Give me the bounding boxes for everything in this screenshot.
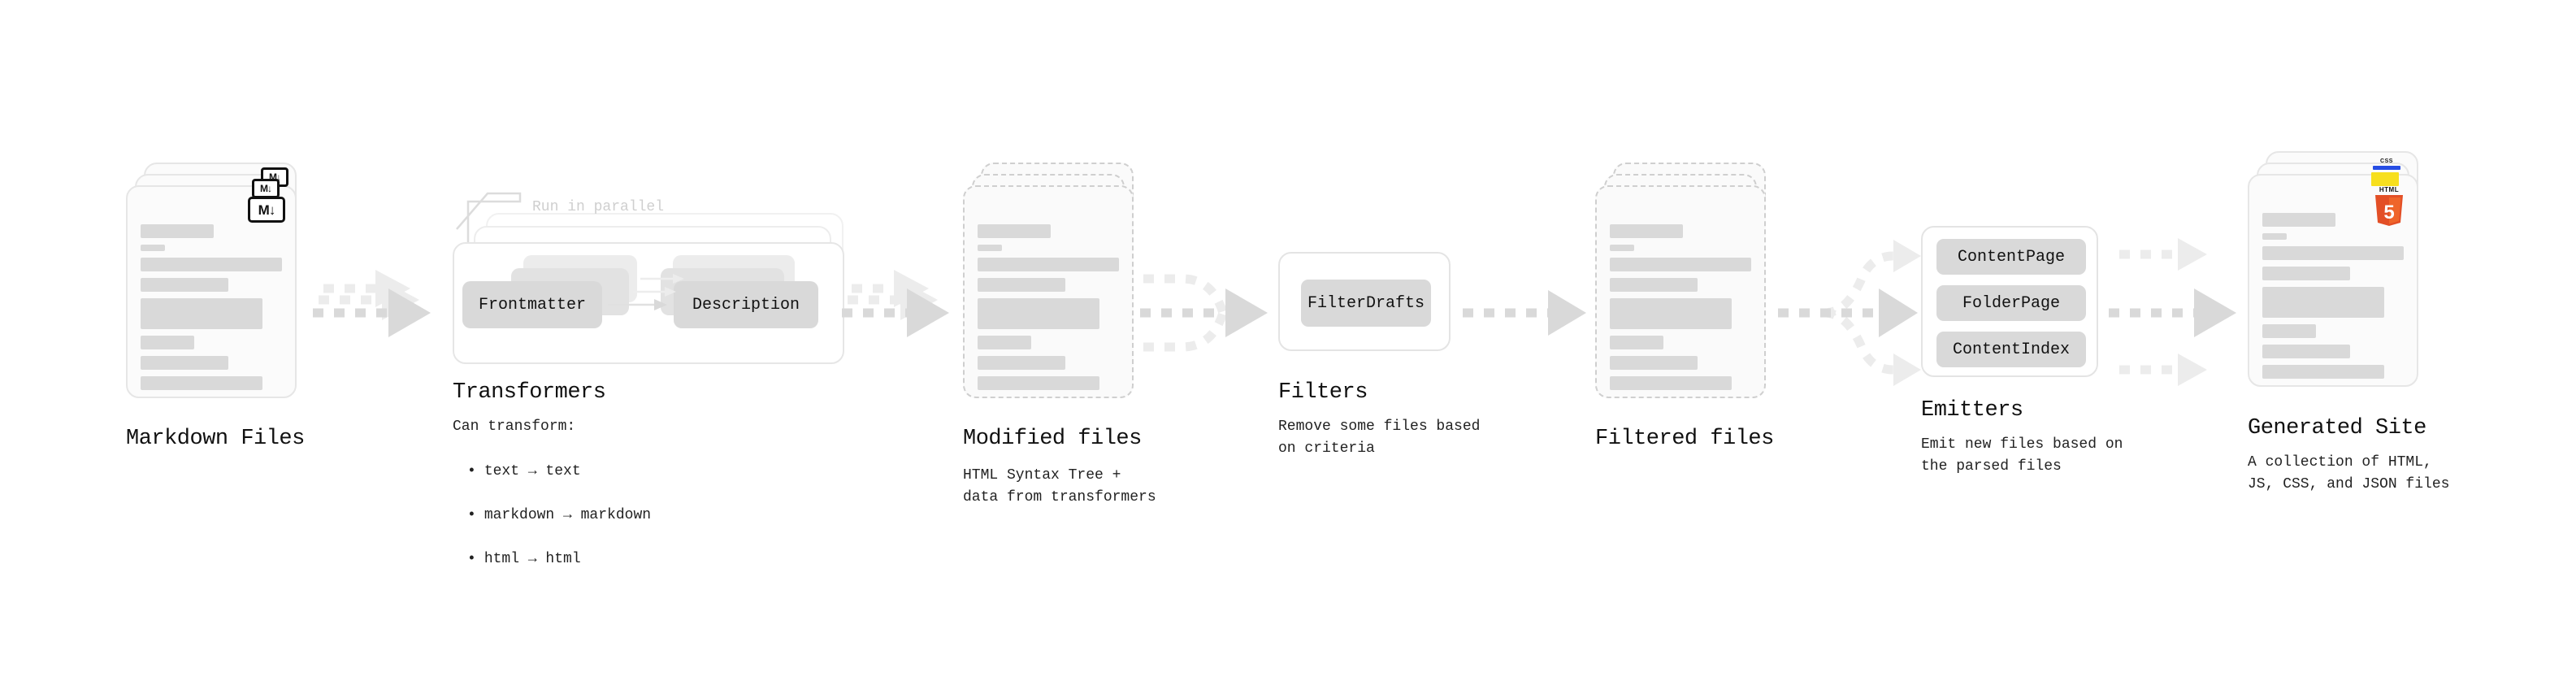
generated-site-stack: CSS HTML 5 [2248, 151, 2418, 387]
skeleton-line [141, 258, 282, 271]
css-badge: CSS [2373, 156, 2400, 170]
stage-markdown-files: M↓ M↓ M↓ [126, 163, 297, 398]
svg-text:5: 5 [2383, 202, 2394, 223]
skeleton-line [1610, 245, 1634, 251]
file-sheet-front [963, 185, 1134, 398]
skeleton-line [2262, 287, 2384, 318]
skeleton-line [2262, 267, 2350, 280]
skeleton-line [978, 245, 1002, 251]
skeleton-line [2262, 213, 2336, 227]
skeleton-line [1610, 278, 1698, 292]
skeleton-line [1610, 298, 1732, 329]
filters-box: FilterDrafts [1278, 252, 1451, 351]
filter-pill-filterdrafts[interactable]: FilterDrafts [1301, 280, 1431, 327]
emitter-pill-contentindex[interactable]: ContentIndex [1936, 332, 2086, 367]
js-badge [2371, 172, 2399, 186]
html5-badge-label: HTML [2379, 186, 2400, 193]
skeleton-line [2262, 365, 2384, 379]
skeleton-line [141, 224, 215, 238]
stage-title-emitters: Emitters [1921, 398, 2023, 423]
skeleton-line [1610, 376, 1732, 390]
emitters-box: ContentPage FolderPage ContentIndex [1921, 226, 2098, 377]
transformer-pill-frontmatter[interactable]: Frontmatter [462, 281, 602, 328]
stage-desc-filters: Remove some files based on criteria [1278, 419, 1481, 457]
markdown-file-stack: M↓ M↓ M↓ [126, 163, 297, 398]
arrow-markdown-to-transformers [313, 270, 431, 337]
skeleton-line [978, 298, 1099, 329]
skeleton-content [141, 224, 282, 390]
skeleton-line [978, 224, 1052, 238]
arrow-transformers-to-modified [842, 270, 949, 337]
skeleton-line [141, 278, 228, 292]
stage-title-generated-site: Generated Site [2248, 416, 2426, 440]
arrow-modified-to-filters [1140, 274, 1268, 352]
skeleton-line [978, 278, 1065, 292]
skeleton-content [2262, 213, 2404, 379]
transform-bullet-list: • text → text • markdown → markdown • html … [467, 439, 651, 592]
stage-title-filters: Filters [1278, 380, 1368, 405]
html5-badge: HTML 5 [2373, 186, 2405, 226]
run-in-parallel-label: Run in parallel [532, 199, 665, 215]
skeleton-line [141, 376, 262, 390]
stage-title-modified-files: Modified files [963, 427, 1142, 451]
skeleton-line [978, 356, 1065, 370]
skeleton-line [1610, 258, 1751, 271]
skeleton-line [2262, 246, 2404, 260]
file-sheet-front [1595, 185, 1766, 398]
transform-bullet-item: text → text [484, 463, 581, 479]
css-badge-label: CSS [2380, 158, 2393, 164]
skeleton-line [2262, 345, 2350, 358]
skeleton-line [2262, 324, 2317, 338]
filtered-file-stack [1595, 163, 1766, 398]
emitter-pill-contentpage[interactable]: ContentPage [1936, 239, 2086, 275]
css-badge-bar [2373, 166, 2400, 170]
stage-desc-modified-files: HTML Syntax Tree + data from transformer… [963, 467, 1156, 505]
skeleton-line [978, 376, 1099, 390]
skeleton-content [1610, 224, 1751, 390]
stage-filtered-files [1595, 163, 1766, 398]
skeleton-content [978, 224, 1119, 390]
skeleton-line [978, 336, 1032, 349]
skeleton-line [141, 245, 165, 251]
stage-title-markdown-files: Markdown Files [126, 427, 305, 451]
skeleton-line [1610, 224, 1684, 238]
stage-title-filtered-files: Filtered files [1595, 427, 1774, 451]
transform-bullet-item: markdown → markdown [484, 507, 652, 523]
stage-desc-emitters: Emit new files based on the parsed files [1921, 436, 2123, 475]
file-sheet-front [126, 185, 297, 398]
stage-title-transformers: Transformers [453, 380, 606, 405]
transformer-pill-description[interactable]: Description [674, 281, 818, 328]
skeleton-line [1610, 356, 1698, 370]
bullet-glyph: • [467, 507, 476, 523]
markdown-badge-middle: M↓ [252, 179, 280, 198]
skeleton-line [978, 258, 1119, 271]
markdown-badge: M↓ [248, 197, 285, 223]
bullet-glyph: • [467, 551, 476, 567]
stage-desc-generated-site: A collection of HTML, JS, CSS, and JSON … [2248, 454, 2450, 492]
emitter-pill-folderpage[interactable]: FolderPage [1936, 285, 2086, 321]
html5-icon: HTML 5 [2373, 186, 2405, 226]
skeleton-line [141, 356, 228, 370]
arrow-filters-to-filtered [1463, 290, 1586, 336]
stage-modified-files [963, 163, 1134, 398]
skeleton-line [2262, 233, 2287, 240]
transform-bullet-item: html → html [484, 551, 581, 567]
arrow-emitters-to-generated [2109, 238, 2236, 386]
stage-generated-site: CSS HTML 5 [2248, 151, 2418, 387]
skeleton-line [141, 298, 262, 329]
skeleton-line [1610, 336, 1664, 349]
bullet-glyph: • [467, 463, 476, 479]
stage-desc-transformers: Can transform: [453, 419, 576, 435]
skeleton-line [141, 336, 195, 349]
arrow-filtered-to-emitters [1778, 240, 1921, 386]
modified-file-stack [963, 163, 1134, 398]
